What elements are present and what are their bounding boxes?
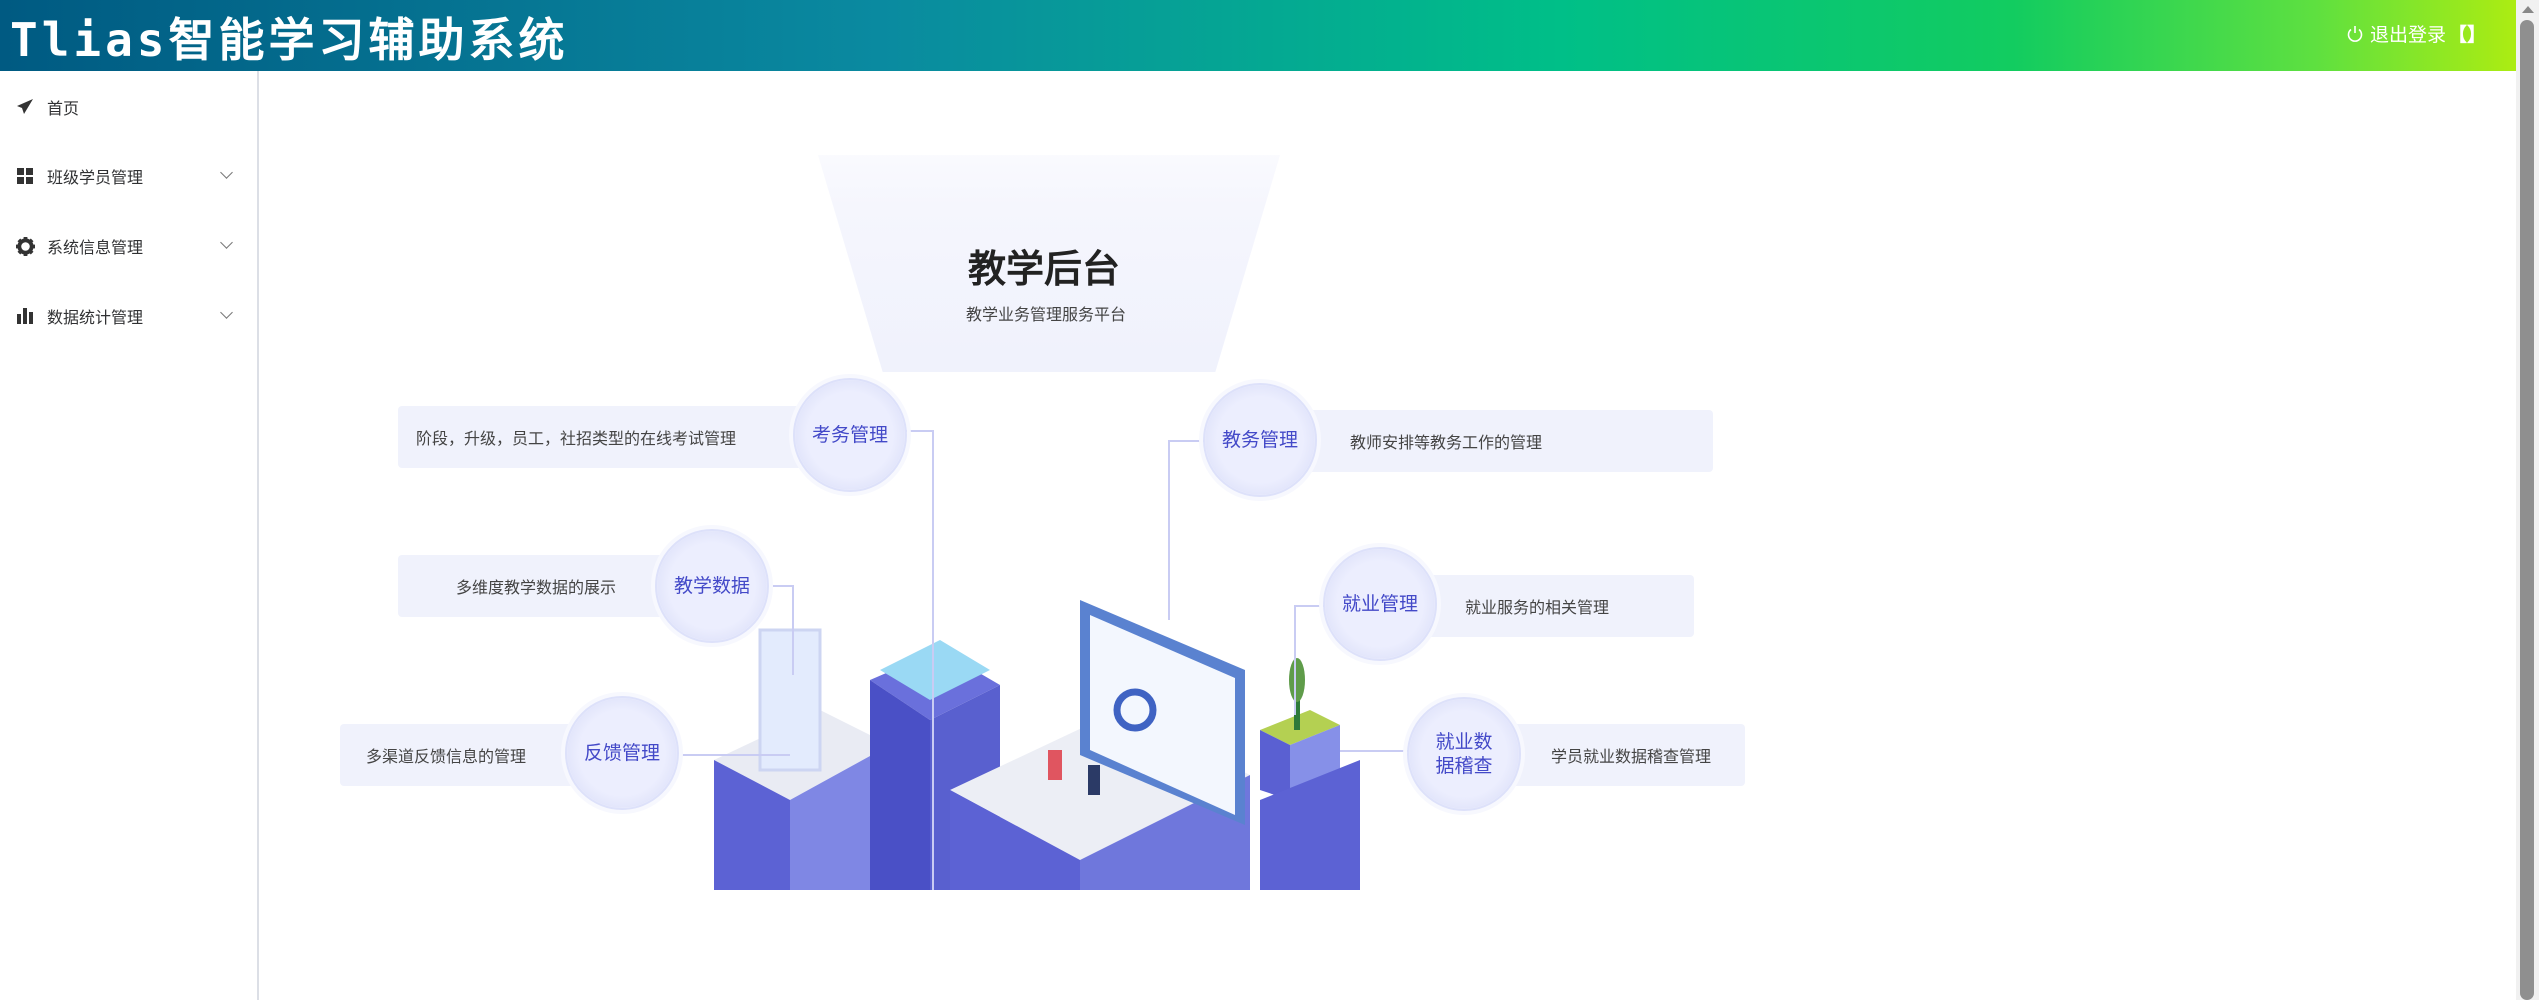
grid-icon bbox=[15, 166, 35, 186]
connector-line bbox=[680, 754, 790, 756]
module-name: 考务管理 bbox=[811, 424, 888, 446]
module-circle-exam[interactable]: 考务管理 bbox=[793, 378, 907, 492]
module-name: 教务管理 bbox=[1221, 429, 1298, 451]
module-circle-feedback[interactable]: 反馈管理 bbox=[565, 696, 679, 810]
chevron-down-icon bbox=[220, 166, 233, 179]
sidebar-item-class-student[interactable]: 班级学员管理 bbox=[0, 151, 257, 201]
sidebar-item-label: 班级学员管理 bbox=[47, 168, 144, 187]
sidebar: 首页 班级学员管理 系统信息管理 数据统计管理 bbox=[0, 71, 259, 1000]
title-backdrop bbox=[818, 155, 1280, 372]
sidebar-item-label: 系统信息管理 bbox=[47, 238, 144, 257]
sidebar-item-home[interactable]: 首页 bbox=[0, 82, 257, 132]
gear-icon bbox=[15, 236, 35, 256]
module-desc: 学员就业数据稽查管理 bbox=[1551, 747, 1712, 766]
platform-illustration bbox=[714, 600, 1360, 890]
module-name: 就业数据稽查 bbox=[1435, 731, 1493, 777]
connector-line bbox=[1168, 440, 1204, 442]
logout-button[interactable]: 退出登录 bbox=[2346, 20, 2446, 47]
connector-line bbox=[792, 585, 794, 675]
connector-line bbox=[1294, 605, 1324, 607]
module-desc: 多维度教学数据的展示 bbox=[456, 578, 617, 597]
page-subtitle: 教学业务管理服务平台 bbox=[965, 305, 1126, 324]
sidebar-item-system-info[interactable]: 系统信息管理 bbox=[0, 221, 257, 271]
module-card-employment: 就业服务的相关管理 bbox=[1390, 575, 1694, 637]
module-name: 反馈管理 bbox=[583, 742, 660, 764]
connector-line bbox=[1168, 440, 1170, 620]
module-card-teaching-data: 多维度教学数据的展示 bbox=[398, 555, 678, 617]
scroll-up-arrow-icon[interactable] bbox=[2522, 6, 2534, 13]
sidebar-item-label: 数据统计管理 bbox=[47, 308, 144, 327]
scrollbar[interactable] bbox=[2516, 0, 2539, 1000]
connector-line bbox=[770, 585, 794, 587]
connector-line bbox=[932, 430, 934, 890]
app-title: Tlias智能学习辅助系统 bbox=[10, 13, 569, 67]
module-card-feedback: 多渠道反馈信息的管理 bbox=[340, 724, 590, 786]
module-circle-teaching-data[interactable]: 教学数据 bbox=[655, 529, 769, 643]
page-title: 教学后台 bbox=[967, 247, 1120, 291]
paper-plane-icon bbox=[15, 97, 35, 117]
connector-line bbox=[1340, 750, 1410, 752]
sidebar-item-label: 首页 bbox=[47, 99, 80, 118]
power-icon bbox=[2347, 25, 2363, 42]
connector-line bbox=[906, 430, 934, 432]
top-header: Tlias智能学习辅助系统 退出登录 【】 bbox=[0, 0, 2516, 71]
module-circle-employment-audit[interactable]: 就业数据稽查 bbox=[1407, 697, 1521, 811]
module-name: 教学数据 bbox=[673, 575, 750, 597]
header-bracket-text: 【】 bbox=[2447, 24, 2486, 46]
module-circle-employment[interactable]: 就业管理 bbox=[1323, 547, 1437, 661]
sidebar-item-statistics[interactable]: 数据统计管理 bbox=[0, 291, 257, 341]
scrollbar-thumb[interactable] bbox=[2520, 20, 2534, 1000]
logout-label: 退出登录 bbox=[2369, 24, 2446, 46]
module-name: 就业管理 bbox=[1341, 593, 1418, 615]
module-desc: 多渠道反馈信息的管理 bbox=[366, 747, 527, 766]
module-desc: 就业服务的相关管理 bbox=[1465, 598, 1610, 617]
chevron-down-icon bbox=[220, 306, 233, 319]
connector-line bbox=[1294, 605, 1296, 715]
module-desc: 教师安排等教务工作的管理 bbox=[1350, 433, 1543, 452]
module-circle-academic[interactable]: 教务管理 bbox=[1203, 383, 1317, 497]
bar-chart-icon bbox=[15, 306, 35, 326]
chevron-down-icon bbox=[220, 236, 233, 249]
module-desc: 阶段，升级，员工，社招类型的在线考试管理 bbox=[416, 429, 737, 448]
module-card-academic: 教师安排等教务工作的管理 bbox=[1270, 410, 1713, 472]
